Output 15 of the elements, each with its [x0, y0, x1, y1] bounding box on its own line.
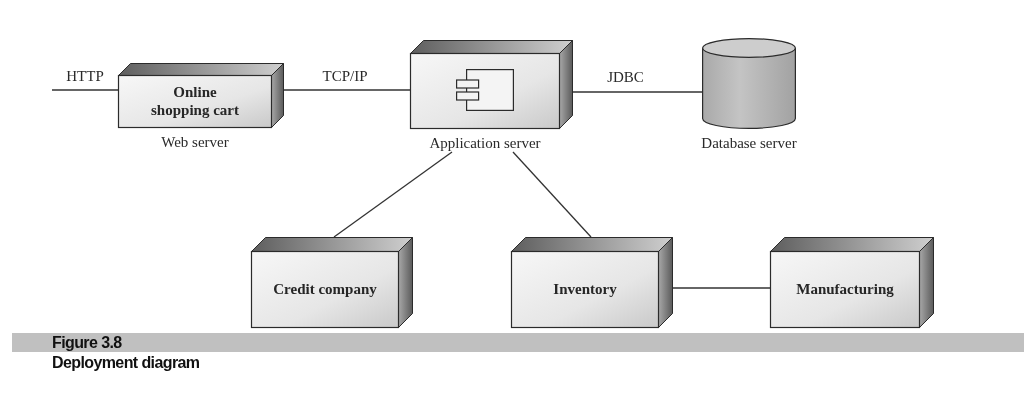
connector-line: [333, 151, 453, 238]
node-label: Credit company: [273, 280, 377, 299]
node-label: Manufacturing: [796, 280, 894, 299]
figure-caption: Deployment diagram: [52, 353, 200, 372]
connector-line: [512, 151, 592, 238]
node-caption: Application server: [429, 134, 541, 152]
node-label: Inventory: [553, 280, 617, 299]
node-label: Online shopping cart: [150, 84, 240, 119]
node-caption: Database server: [701, 134, 797, 152]
connector-line: [51, 89, 119, 91]
figure-number: Figure 3.8: [52, 333, 122, 352]
connector-line: [572, 91, 703, 93]
node-caption: Web server: [161, 133, 229, 151]
connector-line: [283, 89, 411, 91]
connector-line: [672, 287, 771, 289]
